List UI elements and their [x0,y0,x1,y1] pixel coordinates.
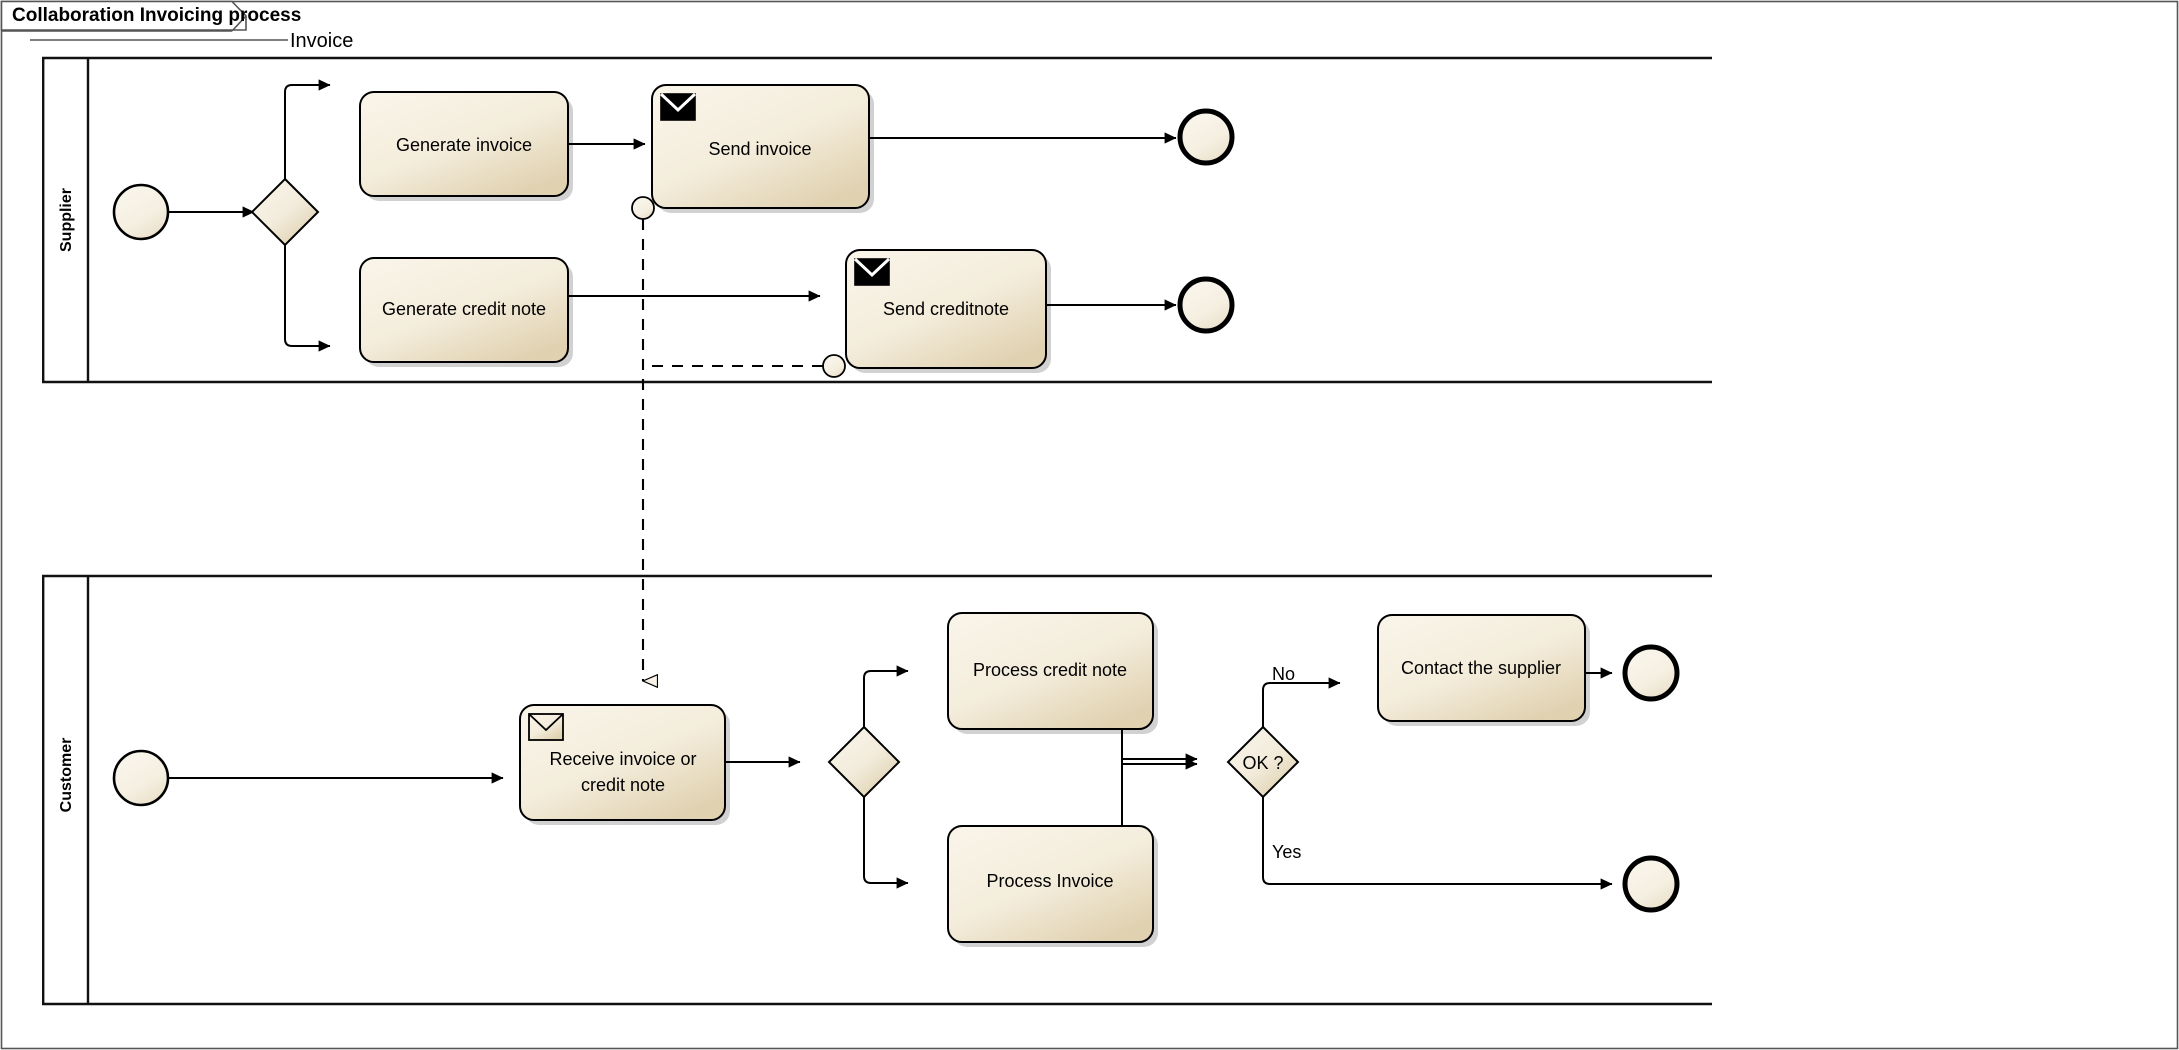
pool-supplier[interactable]: Supplier Generate invoice [42,56,1712,384]
seq-split-to-process-credit-note [863,665,909,727]
task-send-invoice-label: Send invoice [708,139,811,159]
message-flow-invoice-label-group: Invoice [30,30,353,52]
seq-split-to-generate-credit-note [284,245,331,352]
task-send-invoice[interactable]: Send invoice [651,84,874,213]
seq-process-invoice-to-ok [1121,753,1198,826]
diagram-title: Collaboration Invoicing process [12,5,301,26]
task-send-creditnote-label: Send creditnote [883,299,1009,319]
supplier-split-gateway[interactable] [250,177,320,247]
task-receive-label-line2: credit note [581,775,665,795]
seq-ok-yes-to-end [1262,797,1613,890]
send-message-icon [659,92,697,121]
task-generate-invoice[interactable]: Generate invoice [359,91,573,201]
task-contact-the-supplier-label: Contact the supplier [1401,658,1561,678]
seq-split-to-process-invoice [863,797,909,889]
message-flow-creditnote[interactable] [643,354,846,378]
message-flow-invoice[interactable] [631,196,655,681]
message-flow-invoice-source-dot [631,196,655,220]
task-process-invoice[interactable]: Process Invoice [947,825,1158,947]
seq-flow-label-no: No [1272,664,1295,684]
seq-split-to-generate-invoice [284,79,331,179]
seq-flow-label-yes: Yes [1272,842,1301,862]
customer-end-event-no-branch[interactable] [1622,644,1680,702]
task-process-credit-note[interactable]: Process credit note [947,612,1158,734]
task-generate-invoice-label: Generate invoice [396,135,532,155]
task-process-invoice-label: Process Invoice [986,871,1113,891]
task-process-credit-note-label: Process credit note [973,660,1127,680]
customer-start-event[interactable] [112,749,170,807]
diagram-title-tab: Collaboration Invoicing process [0,0,301,32]
customer-split-gateway[interactable] [827,725,901,799]
pool-customer[interactable]: Customer Receive invoice or credit note [42,574,1712,1006]
message-flow-creditnote-source-dot [822,354,846,378]
supplier-end-event-creditnote[interactable] [1177,276,1235,334]
supplier-end-event-invoice[interactable] [1177,108,1235,166]
task-receive-invoice-or-credit-note[interactable]: Receive invoice or credit note [519,704,730,825]
task-receive-label-line1: Receive invoice or [549,749,696,769]
pool-customer-label: Customer [58,738,75,813]
supplier-start-event[interactable] [112,183,170,241]
message-flow-invoice-label: Invoice [290,30,353,52]
customer-end-event-yes-branch[interactable] [1622,855,1680,913]
task-send-creditnote[interactable]: Send creditnote [845,249,1051,373]
task-contact-the-supplier[interactable]: Contact the supplier [1377,614,1590,726]
task-generate-credit-note[interactable]: Generate credit note [359,257,573,367]
ok-gateway-label: OK ? [1242,753,1283,773]
pool-supplier-label: Supplier [58,188,75,252]
task-generate-credit-note-label: Generate credit note [382,299,546,319]
send-message-icon [853,257,891,286]
receive-message-icon [528,713,564,741]
seq-ok-no-to-contact-supplier [1262,677,1341,727]
ok-gateway[interactable]: OK ? [1226,725,1300,799]
